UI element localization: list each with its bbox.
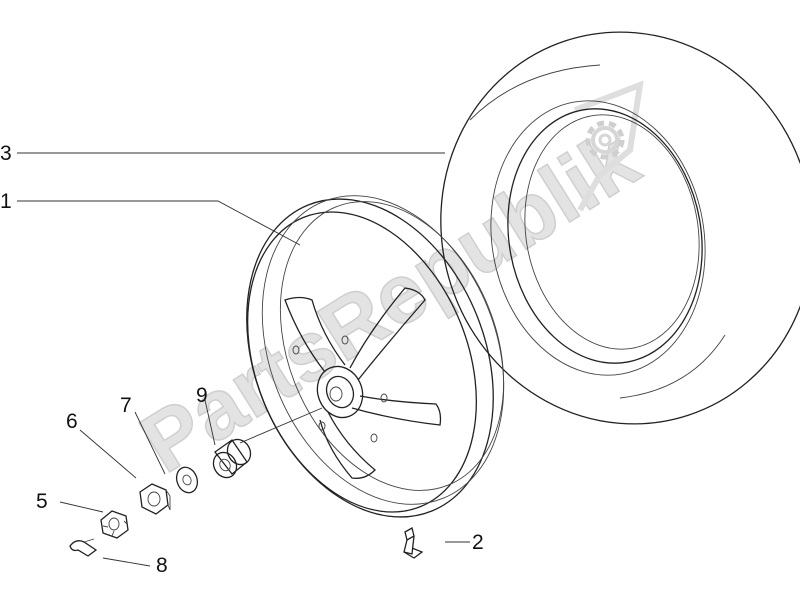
spacer-sleeve — [212, 438, 252, 479]
tire — [440, 31, 800, 425]
tire-valve — [403, 527, 424, 559]
castle-nut — [100, 510, 129, 539]
washer — [175, 466, 199, 494]
watermark: PartsRepublik — [124, 80, 655, 491]
callout-labels: 1 2 3 5 6 7 8 9 — [0, 142, 484, 577]
watermark-text: PartsRepublik — [125, 111, 654, 490]
callout-1: 1 — [0, 190, 12, 213]
hex-nut — [139, 483, 171, 515]
callout-5: 5 — [36, 490, 48, 513]
flag-shape — [573, 80, 644, 212]
gear-icon — [585, 120, 625, 160]
leader-lines — [17, 152, 470, 567]
callout-2: 2 — [472, 531, 484, 554]
wheel-rim — [246, 195, 505, 518]
split-pin — [69, 538, 98, 557]
callout-8: 8 — [156, 554, 168, 577]
callout-6: 6 — [66, 410, 78, 433]
callout-3: 3 — [0, 142, 12, 165]
callout-9: 9 — [196, 384, 208, 407]
callout-7: 7 — [120, 394, 132, 417]
